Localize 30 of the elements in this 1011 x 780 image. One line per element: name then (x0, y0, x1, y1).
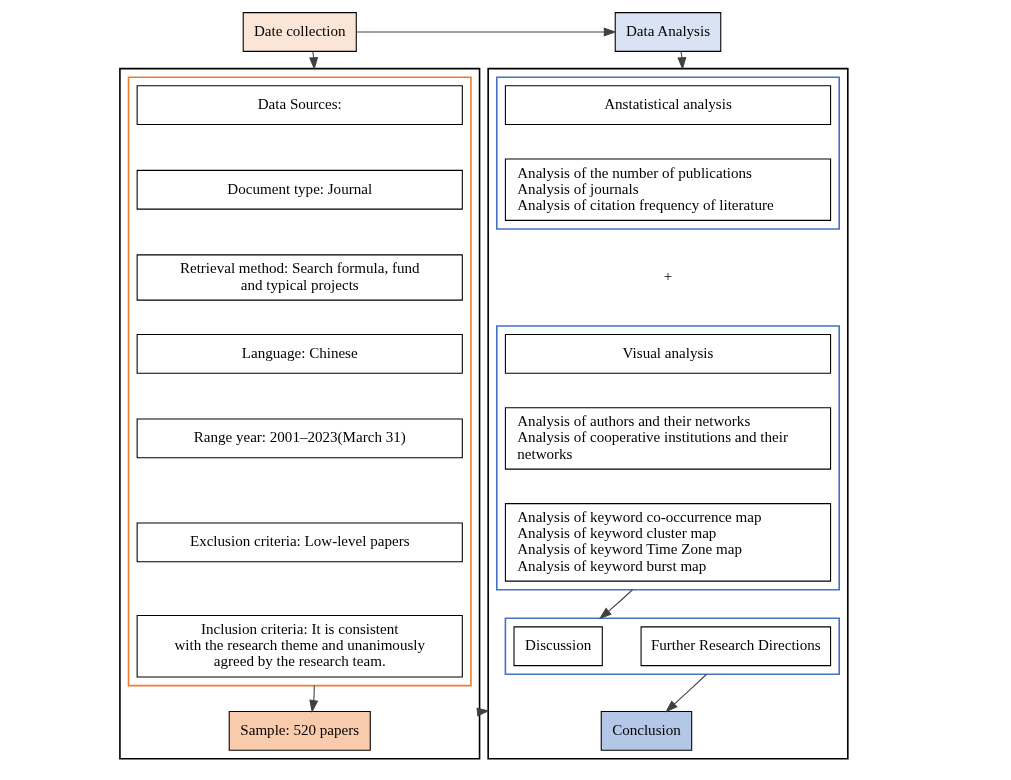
node-box: Visual analysis (504, 334, 831, 374)
label: + (663, 268, 672, 285)
arrow (598, 589, 633, 620)
node-box: Language: Chinese (136, 334, 463, 374)
node-box: Further Research Directions (640, 626, 831, 667)
node-box: Analysis of the number of publications Analysis of journals Analysis of citation frequency of literature (504, 158, 831, 221)
cluster (486, 67, 849, 760)
cluster (495, 325, 840, 591)
node-box: Analysis of keyword co-occurrence map Analysis of keyword cluster map Analysis of keyword Time Zone map Analysis of keyword burst map (504, 503, 831, 582)
node-box: Data Sources: (136, 85, 463, 126)
cluster (118, 67, 480, 760)
node-box: Retrieval method: Search formula, fund and typical projects (136, 254, 463, 301)
node-box: Data Analysis (614, 12, 721, 52)
node-box: Analysis of authors and their networks Analysis of cooperative institutions and their networks (504, 407, 831, 470)
arrow (308, 51, 318, 71)
cluster (127, 76, 472, 687)
arrow (664, 673, 707, 713)
node-box: Inclusion criteria: It is consistent with the research theme and unanimously agreed by the research team. (136, 615, 463, 678)
node-box: Exclusion criteria: Low-level papers (136, 522, 463, 563)
node-box: Conclusion (600, 710, 692, 751)
node-box: Date collection (242, 12, 357, 52)
cluster (495, 76, 840, 230)
node-box: Sample: 520 papers (228, 710, 371, 751)
node-box: Anstatistical analysis (504, 85, 831, 126)
cluster (504, 617, 840, 676)
node-box: Document type: Journal (136, 169, 463, 210)
node-box: Discussion (513, 626, 603, 667)
arrow (308, 685, 318, 713)
node-box: Range year: 2001–2023(March 31) (136, 418, 463, 459)
arrow (355, 27, 617, 37)
